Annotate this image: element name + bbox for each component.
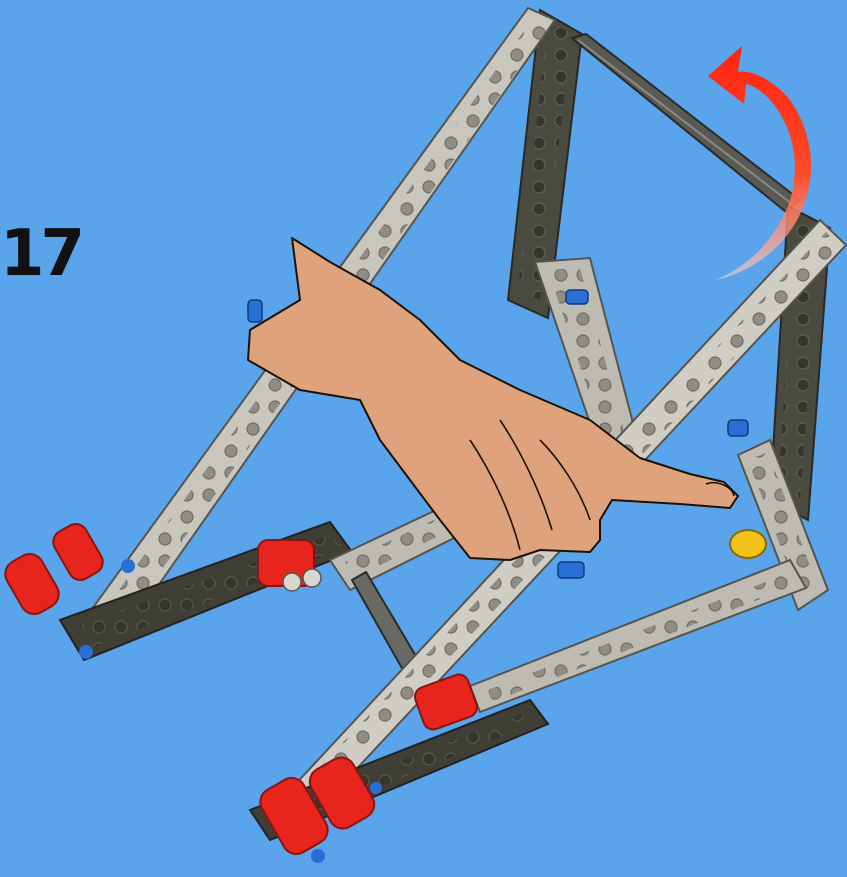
yellow-bushing (730, 530, 766, 558)
blue-pin-6 (121, 559, 135, 573)
blue-pin-3 (728, 420, 748, 436)
blue-pin-1 (566, 290, 588, 304)
blue-pin-2 (248, 300, 262, 322)
blue-pin-5 (79, 645, 93, 659)
blue-pin-7 (311, 849, 325, 863)
top-axle (572, 34, 800, 212)
red-connector-left (0, 520, 107, 619)
red-connector-middle (258, 540, 321, 591)
blue-pin-4 (558, 562, 584, 578)
blue-pin-8 (370, 782, 382, 794)
